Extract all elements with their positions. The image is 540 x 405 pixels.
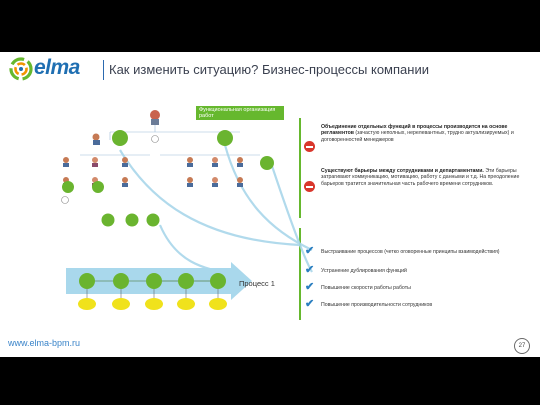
problem-item-2: Существуют барьеры между сотрудниками и … xyxy=(321,168,521,187)
process-steps xyxy=(79,273,226,289)
benefit-item: Повышение скорости работы работы xyxy=(321,285,411,291)
director-avatar xyxy=(150,110,160,125)
org-chart-label: Функциональная организация работ xyxy=(196,106,284,120)
link-circle-icon xyxy=(61,196,69,204)
no-entry-icon xyxy=(304,181,315,192)
process-outputs xyxy=(78,289,227,310)
org-chart-connectors xyxy=(80,125,260,156)
check-icon: ✔ xyxy=(305,298,315,310)
logo-wordmark: elma xyxy=(34,56,80,79)
problem-heading: Объединение отдельных функций в процессы… xyxy=(321,124,508,137)
check-icon: ✔ xyxy=(305,245,315,257)
problem-item-1: Объединение отдельных функций в процессы… xyxy=(321,124,521,143)
problem-body: (зачастую неполных, нерелевантных, трудн… xyxy=(321,130,514,143)
page-number: 27 xyxy=(514,338,530,354)
elma-logo-icon xyxy=(8,57,34,86)
no-entry-icon xyxy=(304,141,315,152)
top-black-band xyxy=(0,0,540,52)
function-nodes xyxy=(62,130,274,227)
problem-body: Эти барьеры затрагивают коммуникацию, мо… xyxy=(321,168,520,187)
process-label: Процесс 1 xyxy=(239,279,275,288)
footer-website-link[interactable]: www.elma-bpm.ru xyxy=(8,338,81,348)
link-circle-icon xyxy=(151,135,159,143)
check-icon: ✔ xyxy=(305,264,315,276)
page-title: Как изменить ситуацию? Бизнес-процессы к… xyxy=(109,62,429,77)
flow-curves xyxy=(119,144,313,277)
benefit-item: Повышение производительности сотрудников xyxy=(321,302,433,308)
check-icon: ✔ xyxy=(305,281,315,293)
problem-heading: Существуют барьеры между сотрудниками и … xyxy=(321,168,484,174)
benefit-item: Устранение дублирования функций xyxy=(321,268,407,274)
bottom-black-band xyxy=(0,357,540,405)
benefit-item: Выстраивание процессов (четко оговоренны… xyxy=(321,249,500,255)
title-divider xyxy=(103,60,104,80)
